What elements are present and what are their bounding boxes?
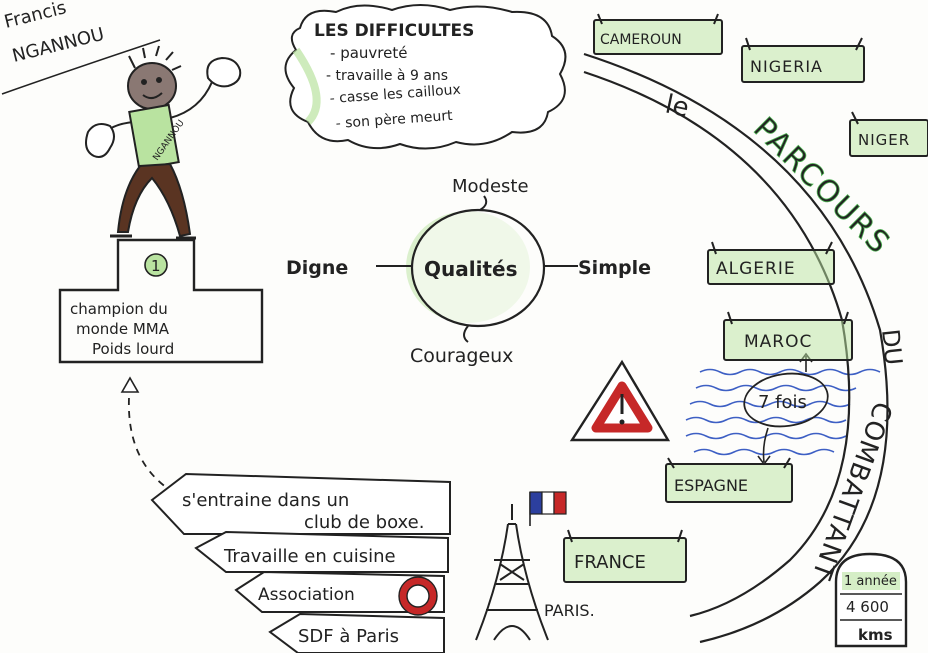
right-glove <box>206 56 242 88</box>
qualities-center: Qualités <box>424 257 517 281</box>
podium-outline <box>58 238 264 364</box>
feet <box>110 234 196 240</box>
step-sign-sdf <box>268 612 445 653</box>
sign-nigeria <box>741 37 865 83</box>
step-sign-association <box>234 570 445 613</box>
difficulty-item-1: - pauvreté <box>330 44 407 62</box>
cloud-outline <box>284 4 567 150</box>
sign-maroc <box>723 311 853 361</box>
sign-france <box>563 529 687 583</box>
country-france: FRANCE <box>574 552 646 573</box>
rank-badge <box>144 253 168 277</box>
fighter-head <box>127 62 177 110</box>
country-espagne: ESPAGNE <box>674 476 748 495</box>
quality-right: Simple <box>578 257 651 279</box>
podium <box>58 238 264 364</box>
step-cuisine: Travaille en cuisine <box>223 546 396 567</box>
qualities-circle <box>410 208 546 328</box>
rank-number: 1 <box>151 257 161 275</box>
lifebuoy-icon <box>398 576 438 616</box>
quality-top: Modeste <box>452 176 529 197</box>
title-first-name: Francis <box>2 0 68 33</box>
sign-espagne <box>665 457 793 503</box>
left-glove <box>85 123 115 158</box>
french-flag-icon <box>529 491 567 526</box>
difficulties-cloud <box>284 4 567 150</box>
route-title-du: DU <box>876 328 908 367</box>
dashed-arrow-head <box>120 376 140 393</box>
sign-niger <box>849 111 928 157</box>
milestone-distance: 4 600 <box>846 598 889 616</box>
right-arm <box>169 81 213 119</box>
quality-left: Digne <box>286 257 348 279</box>
sign-algerie <box>707 241 835 285</box>
difficulty-item-2: - travaille à 9 ans <box>326 68 448 84</box>
title-underline <box>1 39 161 95</box>
podium-caption-2: monde MMA <box>76 320 170 338</box>
title-last-name: NGANNOU <box>10 24 106 67</box>
step-sign-cuisine <box>194 530 449 573</box>
eiffel-tower <box>475 504 549 641</box>
step-sdf: SDF à Paris <box>298 626 399 647</box>
step-association: Association <box>258 585 355 605</box>
country-algerie: ALGERIE <box>716 259 796 279</box>
sign-cameroun <box>593 13 723 55</box>
fighter-character: NGANNOU <box>85 45 242 240</box>
country-nigeria: NIGERIA <box>750 57 823 76</box>
distance-milestone <box>834 552 908 648</box>
step-boxing-line2: club de boxe. <box>304 512 424 533</box>
fighter-legs <box>116 162 192 238</box>
attempts-label: 7 fois <box>758 392 807 413</box>
route-band <box>583 52 889 644</box>
country-maroc: MAROC <box>744 332 812 352</box>
hair-strands <box>128 45 182 71</box>
attempts-loop <box>743 372 829 428</box>
qualities-map <box>376 195 578 343</box>
milestone-unit: kms <box>858 626 893 644</box>
podium-caption-1: champion du <box>70 300 168 318</box>
mediterranean-sea <box>685 368 881 456</box>
podium-caption-3: Poids lourd <box>92 340 174 358</box>
step-boxing-line1: s'entraine dans un <box>182 490 349 511</box>
difficulties-heading: LES DIFFICULTES <box>314 21 474 41</box>
country-cameroun: CAMEROUN <box>600 32 682 48</box>
country-signs <box>563 13 928 583</box>
country-niger: NIGER <box>858 131 910 149</box>
step-sign-boxing <box>150 472 451 535</box>
quality-bottom: Courageux <box>410 345 513 367</box>
city-paris: PARIS. <box>544 601 595 620</box>
arrow-down-espagne <box>757 427 771 466</box>
milestone-duration: 1 année <box>844 574 897 589</box>
warning-sign <box>569 359 671 442</box>
step-signs <box>150 472 451 653</box>
